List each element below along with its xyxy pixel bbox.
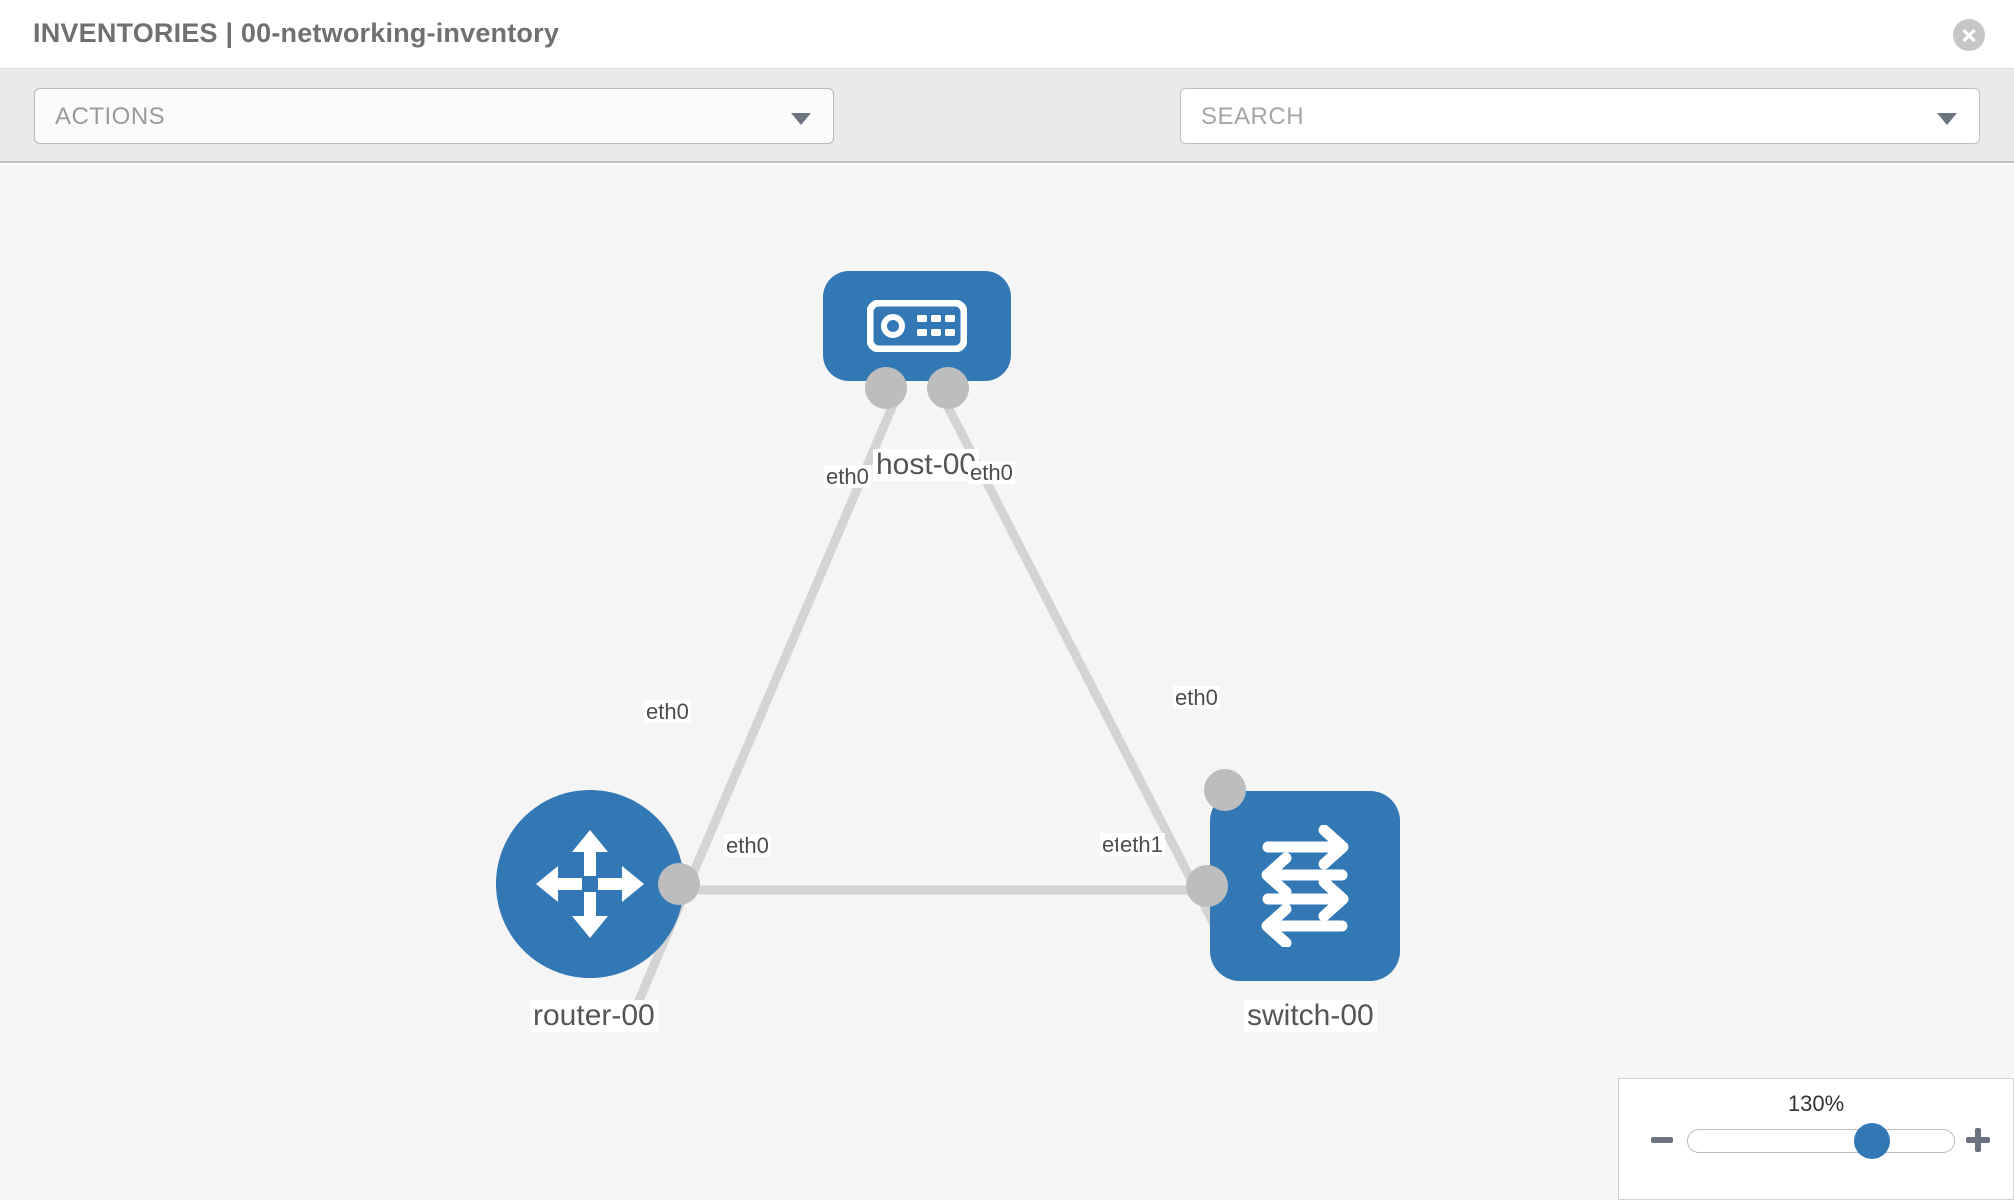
chevron-down-icon [791,113,811,125]
chevron-down-icon[interactable] [1937,113,1957,125]
node-host-00[interactable] [823,271,1011,409]
edge-label-host-right: eth0 [968,460,1015,485]
router-arrows-icon [536,830,644,938]
edge-label-router-right: eth0 [724,833,771,858]
zoom-control-panel: 130% [1618,1078,2014,1200]
search-placeholder: SEARCH [1201,103,1305,130]
edge-label-switch-up: eth0 [1173,685,1220,710]
zoom-level-value: 130% [1787,1091,1845,1116]
topology-canvas[interactable]: host-00 eth0 eth0 [0,165,2014,1200]
actions-dropdown[interactable]: ACTIONS [34,88,834,144]
host-node-shape[interactable] [823,271,1011,381]
node-switch-00[interactable] [1186,769,1400,981]
edge-label-switch-left-front: eth1 [1118,832,1165,857]
search-input[interactable]: SEARCH [1180,88,1980,144]
node-label-host-00: host-00 [873,449,980,481]
node-router-00[interactable] [496,790,700,978]
port-knob [927,367,969,409]
minus-icon[interactable] [1647,1125,1677,1155]
port-knob [1186,865,1228,907]
switch-arrows-icon [1261,825,1349,947]
zoom-slider-thumb[interactable] [1854,1123,1890,1159]
node-label-switch-00: switch-00 [1244,1000,1377,1032]
toolbar: ACTIONS SEARCH [0,69,2014,203]
node-label-router-00: router-00 [530,1000,658,1032]
port-knob [658,863,700,905]
plus-icon[interactable] [1963,1125,1993,1155]
edge-label-router-up: eth0 [644,699,691,724]
port-knob [865,367,907,409]
page-title: INVENTORIES | 00-networking-inventory [33,18,560,48]
close-icon[interactable] [1953,19,1985,51]
port-knob [1204,769,1246,811]
edge-label-host-left: eth0 [824,464,871,489]
server-icon [867,300,967,352]
switch-node-shape[interactable] [1210,791,1400,981]
zoom-slider[interactable] [1687,1123,1955,1159]
router-node-shape[interactable] [496,790,684,978]
page-header: INVENTORIES | 00-networking-inventory [0,0,2014,69]
actions-dropdown-label: ACTIONS [55,103,166,130]
